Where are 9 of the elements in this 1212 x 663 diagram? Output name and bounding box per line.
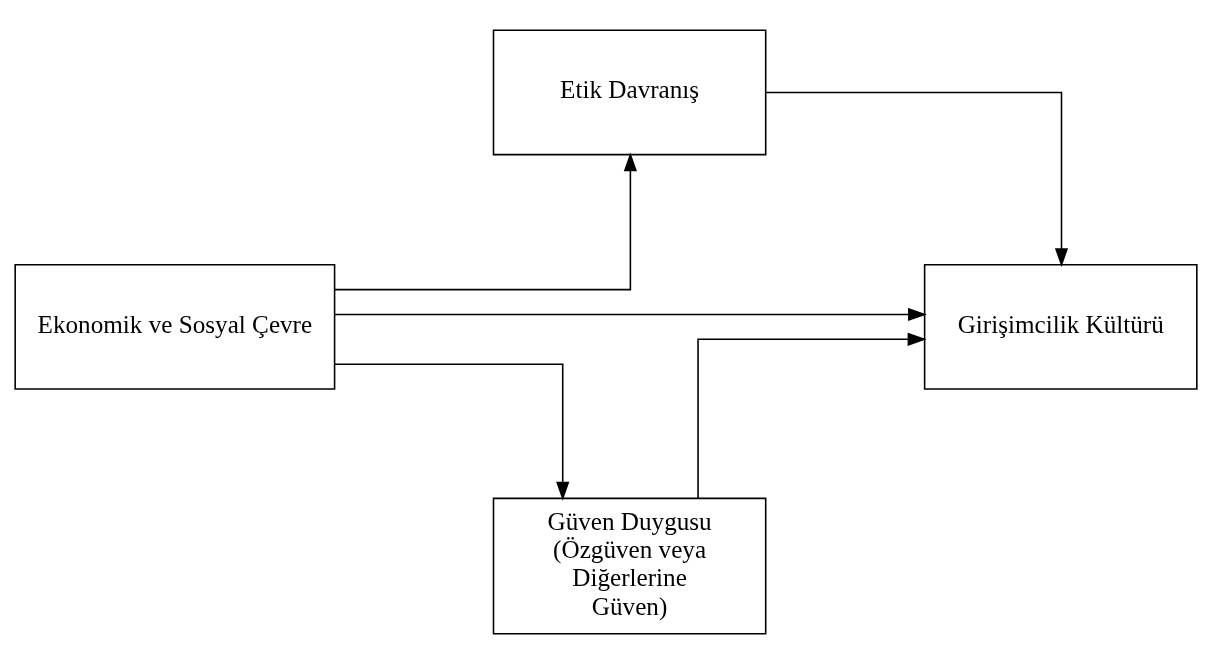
arrow <box>334 151 637 290</box>
node-box: Girişimcilik Kültürü <box>923 263 1198 390</box>
arrow <box>334 362 570 501</box>
arrow <box>765 91 1069 267</box>
node-box: Ekonomik ve Sosyal Çevre <box>14 263 336 390</box>
arrow <box>697 332 927 499</box>
node-box: Güven Duygusu (Özgüven veya Diğerlerine Güven) <box>492 497 767 634</box>
node-box: Etik Davranış <box>492 29 767 155</box>
arrow <box>334 307 927 321</box>
